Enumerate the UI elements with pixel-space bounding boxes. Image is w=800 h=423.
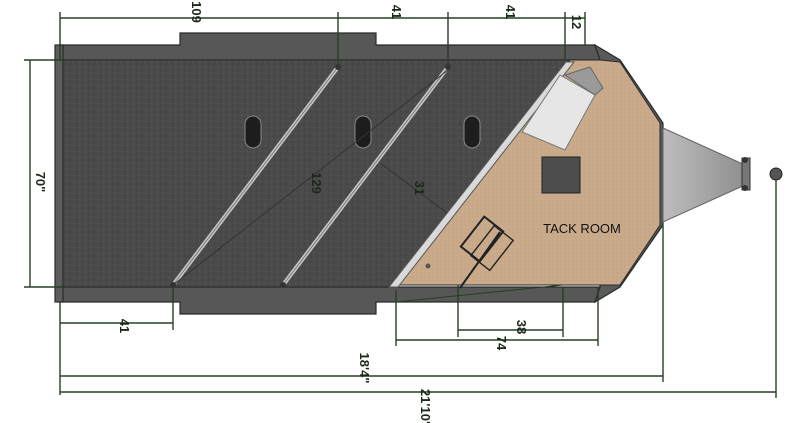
dim-top-stall-3: 41	[503, 5, 518, 19]
tack-room-wall	[387, 61, 576, 288]
dim-tack-depth: 74	[494, 336, 509, 351]
dim-height: 70"	[33, 172, 48, 193]
dim-tack-width: 38	[514, 320, 529, 334]
dim-top-first-stall: 109	[189, 1, 204, 23]
floor-drain	[541, 156, 581, 194]
dim-divider-gap: 31	[412, 181, 427, 195]
tack-room-label: TACK ROOM	[543, 221, 621, 236]
tack-chair	[425, 215, 515, 289]
saddle-rack	[521, 66, 604, 194]
internal-dimension-lines	[172, 69, 564, 303]
tack-room-floor	[391, 59, 661, 286]
top-dimension-line	[59, 12, 586, 67]
dim-overall-length: 21'10"	[418, 389, 433, 423]
trailer-tongue	[662, 127, 783, 223]
dim-top-stall-2: 41	[389, 5, 404, 19]
dim-diagonal: 129	[309, 172, 324, 194]
height-dimension-line	[24, 59, 63, 288]
bottom-dimension-lines	[59, 180, 777, 398]
dim-bottom-left: 41	[117, 319, 132, 333]
wall-windows	[244, 115, 481, 149]
dim-body-length: 18'4"	[357, 353, 372, 384]
dim-top-end: 12	[569, 15, 584, 29]
dimension-labels: 109 41 41 12 70" 129 31 41 38 74 18'4" 2…	[33, 1, 584, 423]
